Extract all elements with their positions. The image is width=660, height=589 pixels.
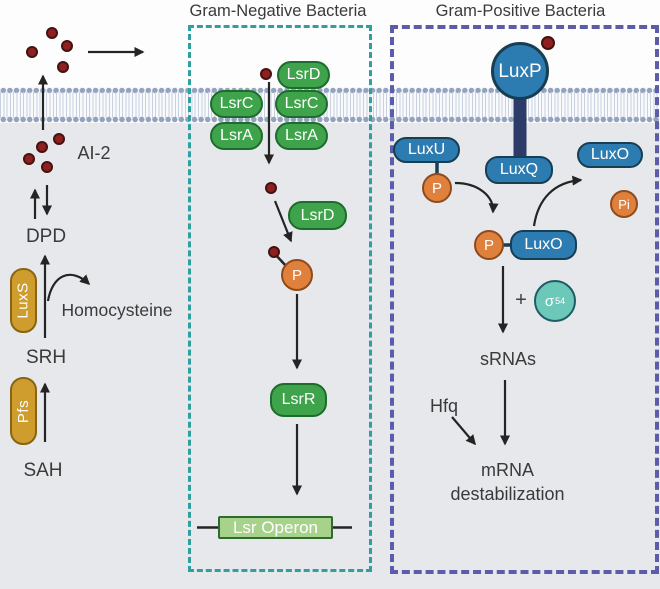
arrow-phosphotransfer-to-luxo <box>454 181 499 214</box>
lsrc-transporter-right: LsrC <box>275 90 328 118</box>
ai2-molecule-dot <box>268 246 280 258</box>
lsrd-kinase: LsrD <box>288 201 347 230</box>
ai2-molecule-dot <box>41 161 53 173</box>
gram-positive-box <box>390 25 659 574</box>
lsrd-transporter: LsrD <box>277 61 330 89</box>
srnas-label: sRNAs <box>479 349 536 369</box>
pfs-enzyme: Pfs <box>10 377 37 445</box>
membrane-lipid-heads-top <box>0 87 660 94</box>
ai2-molecule-dot <box>36 141 48 153</box>
cell-membrane <box>0 87 660 123</box>
ai2-molecule-dot <box>541 36 555 50</box>
luxs-enzyme: LuxS <box>10 268 37 333</box>
mrna-line1: mRNA <box>481 460 534 480</box>
membrane-lipid-tails <box>0 92 660 118</box>
ai2-molecule-dot <box>57 61 69 73</box>
mrna-line2: destabilization <box>450 484 565 505</box>
homocysteine-label: Homocysteine <box>61 300 173 320</box>
sah-label: SAH <box>23 460 63 481</box>
arrow-homocysteine-branch <box>46 273 91 302</box>
ai2-molecule-dot <box>260 68 272 80</box>
gram-positive-title: Gram-Positive Bacteria <box>435 2 606 20</box>
lsra-transporter-right: LsrA <box>275 122 328 150</box>
cytoplasm-background <box>0 123 660 589</box>
luxo-complex: LuxO <box>510 230 577 260</box>
ai2-molecule-dot <box>53 133 65 145</box>
lsrc-transporter-left: LsrC <box>210 90 263 118</box>
dpd-label: DPD <box>25 226 67 247</box>
luxq-sensor: LuxQ <box>485 156 553 184</box>
ai2-molecule-dot <box>46 27 58 39</box>
ai2-molecule-dot <box>265 182 277 194</box>
ai2-label: AI-2 <box>77 143 111 163</box>
ai2-molecule-dot <box>61 40 73 52</box>
lsr-operon: Lsr Operon <box>218 516 333 539</box>
luxo-phosphate: P <box>474 230 504 260</box>
mrna-destabilization-label: mRNA destabilization <box>440 458 575 507</box>
ai2-molecule-dot <box>26 46 38 58</box>
luxo-dephosphorylated: LuxO <box>577 142 643 168</box>
srh-label: SRH <box>25 347 67 368</box>
membrane-lipid-heads-bottom <box>0 116 660 123</box>
hfq-label: Hfq <box>429 396 458 416</box>
inorganic-phosphate: Pi <box>610 190 638 218</box>
arrow-hfq-to-mrna <box>451 416 476 446</box>
ai2-molecule-dot <box>23 153 35 165</box>
arrow-dephosphorylation-luxo <box>532 175 583 227</box>
plus-sign: + <box>515 289 527 311</box>
phospho-ai2: P <box>281 259 313 291</box>
luxu-protein: LuxU <box>393 137 460 163</box>
lsrr-regulator: LsrR <box>270 383 327 417</box>
lsra-transporter-left: LsrA <box>210 122 263 150</box>
gram-negative-title: Gram-Negative Bacteria <box>189 2 367 20</box>
luxp-receptor: LuxP <box>491 42 549 100</box>
gram-negative-box <box>188 25 372 572</box>
arrow-lsrd-phosphorylation <box>273 200 293 243</box>
luxu-phosphate: P <box>422 173 452 203</box>
